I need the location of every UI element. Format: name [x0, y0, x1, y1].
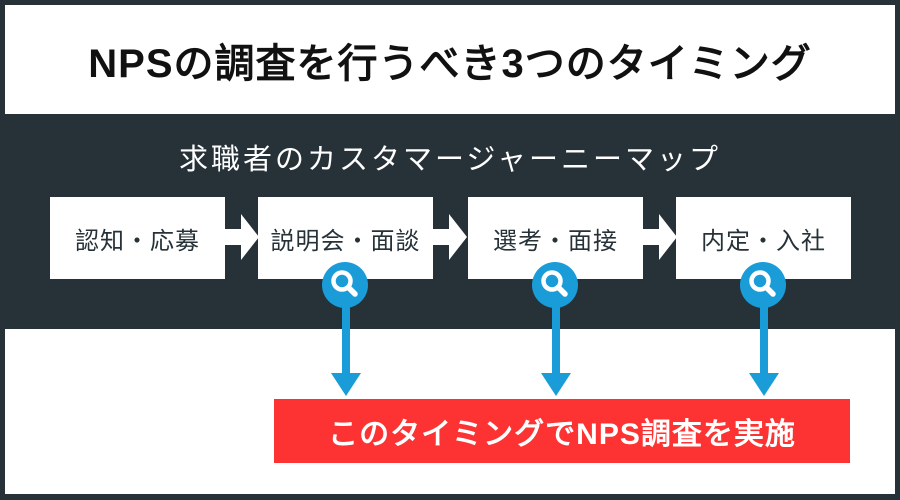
stage-label: 認知・応募	[75, 227, 200, 255]
title-band: NPSの調査を行うべき3つのタイミング	[5, 5, 895, 114]
stage-label: 内定・入社	[701, 227, 826, 255]
stage-label: 選考・面接	[493, 227, 618, 255]
stage-box-offer-joining: 内定・入社	[676, 197, 851, 279]
nps-callout-banner: このタイミングでNPS調査を実施	[274, 399, 850, 463]
survey-point-badge	[322, 262, 368, 308]
page-title: NPSの調査を行うべき3つのタイミング	[88, 41, 812, 86]
magnifier-icon	[541, 270, 568, 297]
arrow-down-icon	[749, 306, 779, 396]
survey-point-badge	[532, 262, 578, 308]
block-arrow-right-icon	[224, 214, 259, 260]
block-arrow-right-icon	[642, 214, 677, 260]
stage-box-awareness-apply: 認知・応募	[50, 197, 225, 279]
block-arrow-right-icon	[432, 214, 467, 260]
magnifier-icon	[749, 270, 776, 297]
stage-label: 説明会・面談	[270, 227, 421, 255]
magnifier-icon	[331, 270, 358, 297]
journey-heading: 求職者のカスタマージャーニーマップ	[179, 144, 721, 176]
callout-label: このタイミングでNPS調査を実施	[328, 418, 796, 451]
survey-point-badge	[740, 262, 786, 308]
arrow-down-icon	[331, 306, 361, 396]
arrow-down-icon	[541, 306, 571, 396]
